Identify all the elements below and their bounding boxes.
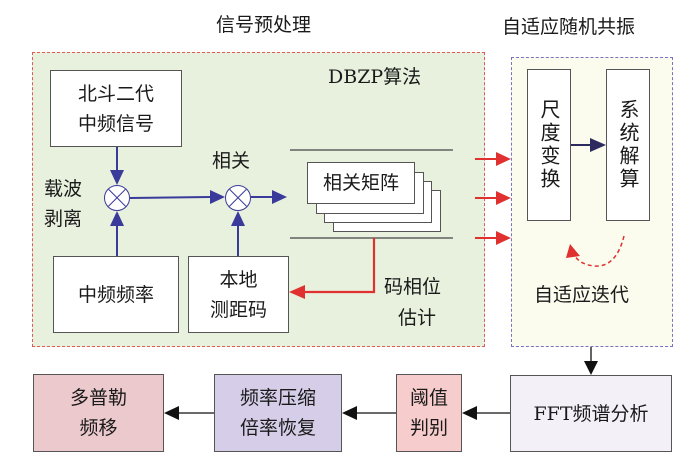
correlate-label: 相关	[212, 150, 251, 172]
beidou-if-signal-box: 北斗二代 中频信号	[50, 70, 182, 147]
system-solve-text: 系统解算	[616, 99, 640, 191]
system-solve-box: 系统解算	[606, 69, 650, 221]
fft-to-threshold-arrow	[462, 406, 510, 420]
carrier-strip-label-line2: 剥离	[44, 208, 83, 230]
doppler-shift-box: 多普勒 频移	[33, 374, 164, 452]
scale-transform-text: 尺度变换	[537, 99, 561, 191]
carrier-mixer-icon	[104, 185, 130, 211]
resonance-to-fft-arrow	[584, 347, 598, 375]
threshold-to-recovery-arrow	[342, 406, 396, 420]
freq-compression-recovery-box: 频率压缩 倍率恢复	[214, 374, 342, 452]
threshold-line1: 阈值	[409, 387, 448, 409]
if-frequency-text: 中频频率	[77, 283, 154, 306]
local-ranging-code-box: 本地 测距码	[188, 256, 289, 333]
doppler-line1: 多普勒	[69, 387, 127, 409]
fft-text: FFT频谱分析	[533, 402, 649, 425]
correlation-matrix-box: 相关矩阵	[307, 162, 415, 204]
local-code-line2: 测距码	[209, 298, 267, 321]
title-signal-preprocessing: 信号预处理	[216, 14, 312, 36]
code-phase-label-line1: 码相位	[384, 276, 442, 298]
adaptive-iteration-label: 自适应迭代	[534, 284, 630, 306]
recovery-to-doppler-arrow	[164, 406, 214, 420]
beidou-signal-line1: 北斗二代	[77, 82, 154, 105]
freq-recovery-line1: 频率压缩	[239, 387, 316, 409]
threshold-line2: 判别	[409, 417, 448, 439]
code-phase-label-line2: 估计	[398, 307, 437, 329]
doppler-line2: 频移	[79, 417, 118, 439]
threshold-decision-box: 阈值 判别	[396, 374, 462, 452]
correlator-mixer-icon	[225, 185, 251, 211]
title-adaptive-stochastic-resonance: 自适应随机共振	[502, 16, 636, 38]
fft-spectrum-analysis-box: FFT频谱分析	[510, 375, 672, 452]
correlation-matrix-text: 相关矩阵	[322, 172, 399, 194]
if-frequency-box: 中频频率	[53, 256, 179, 333]
dbzp-algorithm-label: DBZP算法	[328, 66, 422, 88]
local-code-line1: 本地	[219, 268, 258, 291]
beidou-signal-line2: 中频信号	[77, 112, 154, 135]
freq-recovery-line2: 倍率恢复	[239, 417, 316, 439]
carrier-strip-label-line1: 载波	[44, 178, 83, 200]
scale-transform-box: 尺度变换	[527, 69, 571, 221]
